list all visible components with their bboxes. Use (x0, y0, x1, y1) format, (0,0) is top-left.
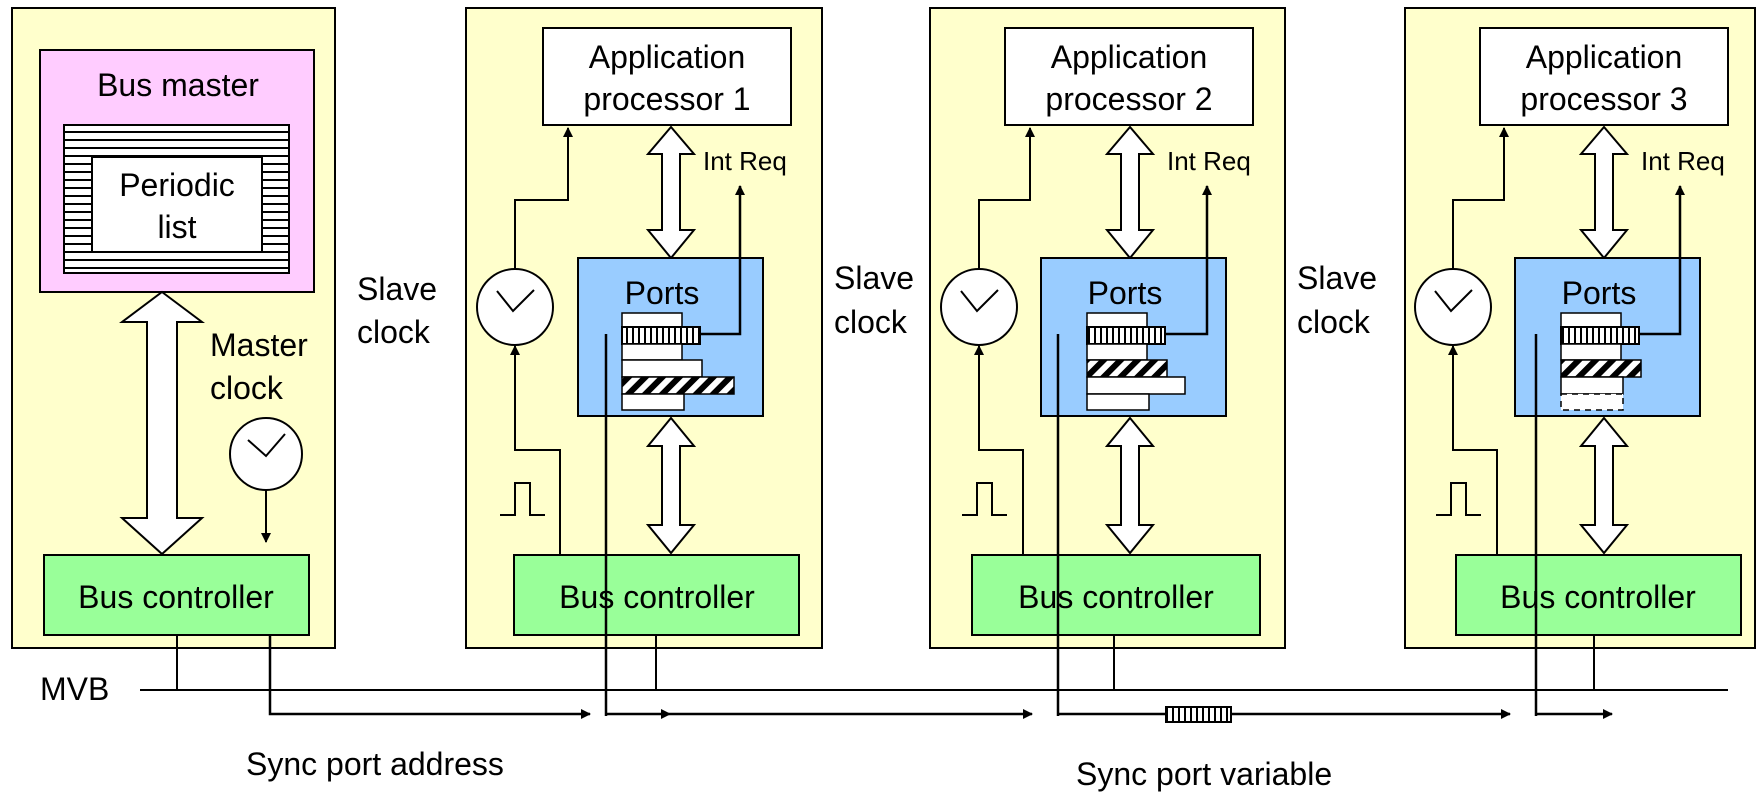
periodic-list-line1: Periodic (119, 167, 235, 203)
int-req-arrow (700, 185, 745, 336)
application-processor-line1: Application (1051, 39, 1208, 75)
port-stack (1560, 312, 1642, 411)
slave-station-2: Application processor 2 Int Req Slave cl… (834, 7, 1286, 716)
application-processor-line1: Application (589, 39, 746, 75)
port-stack (1086, 312, 1186, 411)
sync-port-variable-label: Sync port variable (1076, 756, 1332, 792)
ports-controller-double-arrow (1104, 416, 1156, 555)
master-clock-line1: Master (210, 327, 308, 363)
slave-clock-icon (476, 268, 554, 346)
sync-port-address-label: Sync port address (246, 746, 504, 782)
mvb-label: MVB (40, 671, 109, 707)
slave-bus-controller-label: Bus controller (1018, 579, 1214, 615)
slave-clock-line2: clock (834, 304, 908, 340)
pulse-icon (500, 482, 545, 516)
slave-station-3: Application processor 3 Int Req Slave cl… (1297, 7, 1756, 716)
int-req-arrow (1639, 185, 1685, 336)
ports-label: Ports (625, 275, 700, 311)
ports-controller-double-arrow (645, 416, 697, 555)
controller-to-clock-arrow (510, 345, 561, 555)
ports-label: Ports (1562, 275, 1637, 311)
slave-clock-icon (1414, 268, 1492, 346)
int-req-arrow (1165, 185, 1212, 336)
controller-to-clock-arrow (974, 345, 1024, 555)
int-req-label: Int Req (703, 146, 787, 176)
application-processor-line2: processor 2 (1045, 81, 1212, 117)
slave-clock-line1: Slave (357, 271, 437, 307)
slave-bus-controller (513, 554, 800, 636)
slave-bus-controller (971, 554, 1261, 636)
bus-master-station: Bus master Periodic list Master clock Bu… (11, 7, 336, 649)
application-processor-box (1004, 27, 1254, 126)
application-processor-line2: processor 3 (1520, 81, 1687, 117)
periodic-list-line2: list (157, 209, 196, 245)
controller-to-clock-arrow (1448, 345, 1498, 555)
application-processor-box (1479, 27, 1729, 126)
application-processor-line1: Application (1526, 39, 1683, 75)
clock-to-processor-arrow (1452, 127, 1509, 269)
application-processor-line2: processor 1 (583, 81, 750, 117)
clock-to-processor-arrow (978, 127, 1035, 269)
slave-clock-line1: Slave (1297, 260, 1377, 296)
sync-address-arrow-1 (268, 635, 591, 719)
int-req-label: Int Req (1167, 146, 1251, 176)
slave-clock-line2: clock (357, 314, 431, 350)
slave-clock-line2: clock (1297, 304, 1371, 340)
application-processor-box (542, 27, 792, 126)
clock-to-processor-arrow (514, 127, 573, 269)
ports-controller-double-arrow (1578, 416, 1630, 555)
master-bus-controller (43, 554, 310, 636)
pulse-icon (962, 482, 1007, 516)
master-clock-icon (229, 417, 303, 491)
mvb-bus: MVB Sync port address Sync port variable (40, 635, 1728, 792)
periodic-list-box (91, 156, 263, 253)
master-bus-controller-label: Bus controller (78, 579, 274, 615)
slave-bus-controller (1455, 554, 1742, 636)
master-clock-line2: clock (210, 370, 284, 406)
bus-master-title: Bus master (97, 67, 259, 103)
sync-port-variable-frame (1165, 706, 1232, 723)
int-req-label: Int Req (1641, 146, 1725, 176)
slave-clock-icon (940, 268, 1018, 346)
slave-clock-line1: Slave (834, 260, 914, 296)
slave-bus-controller-label: Bus controller (559, 579, 755, 615)
slave-station-1: Application processor 1 Int Req Slave cl… (357, 7, 823, 716)
pulse-icon (1436, 482, 1481, 516)
port-stack (621, 312, 735, 411)
slave-bus-controller-label: Bus controller (1500, 579, 1696, 615)
ports-label: Ports (1088, 275, 1163, 311)
